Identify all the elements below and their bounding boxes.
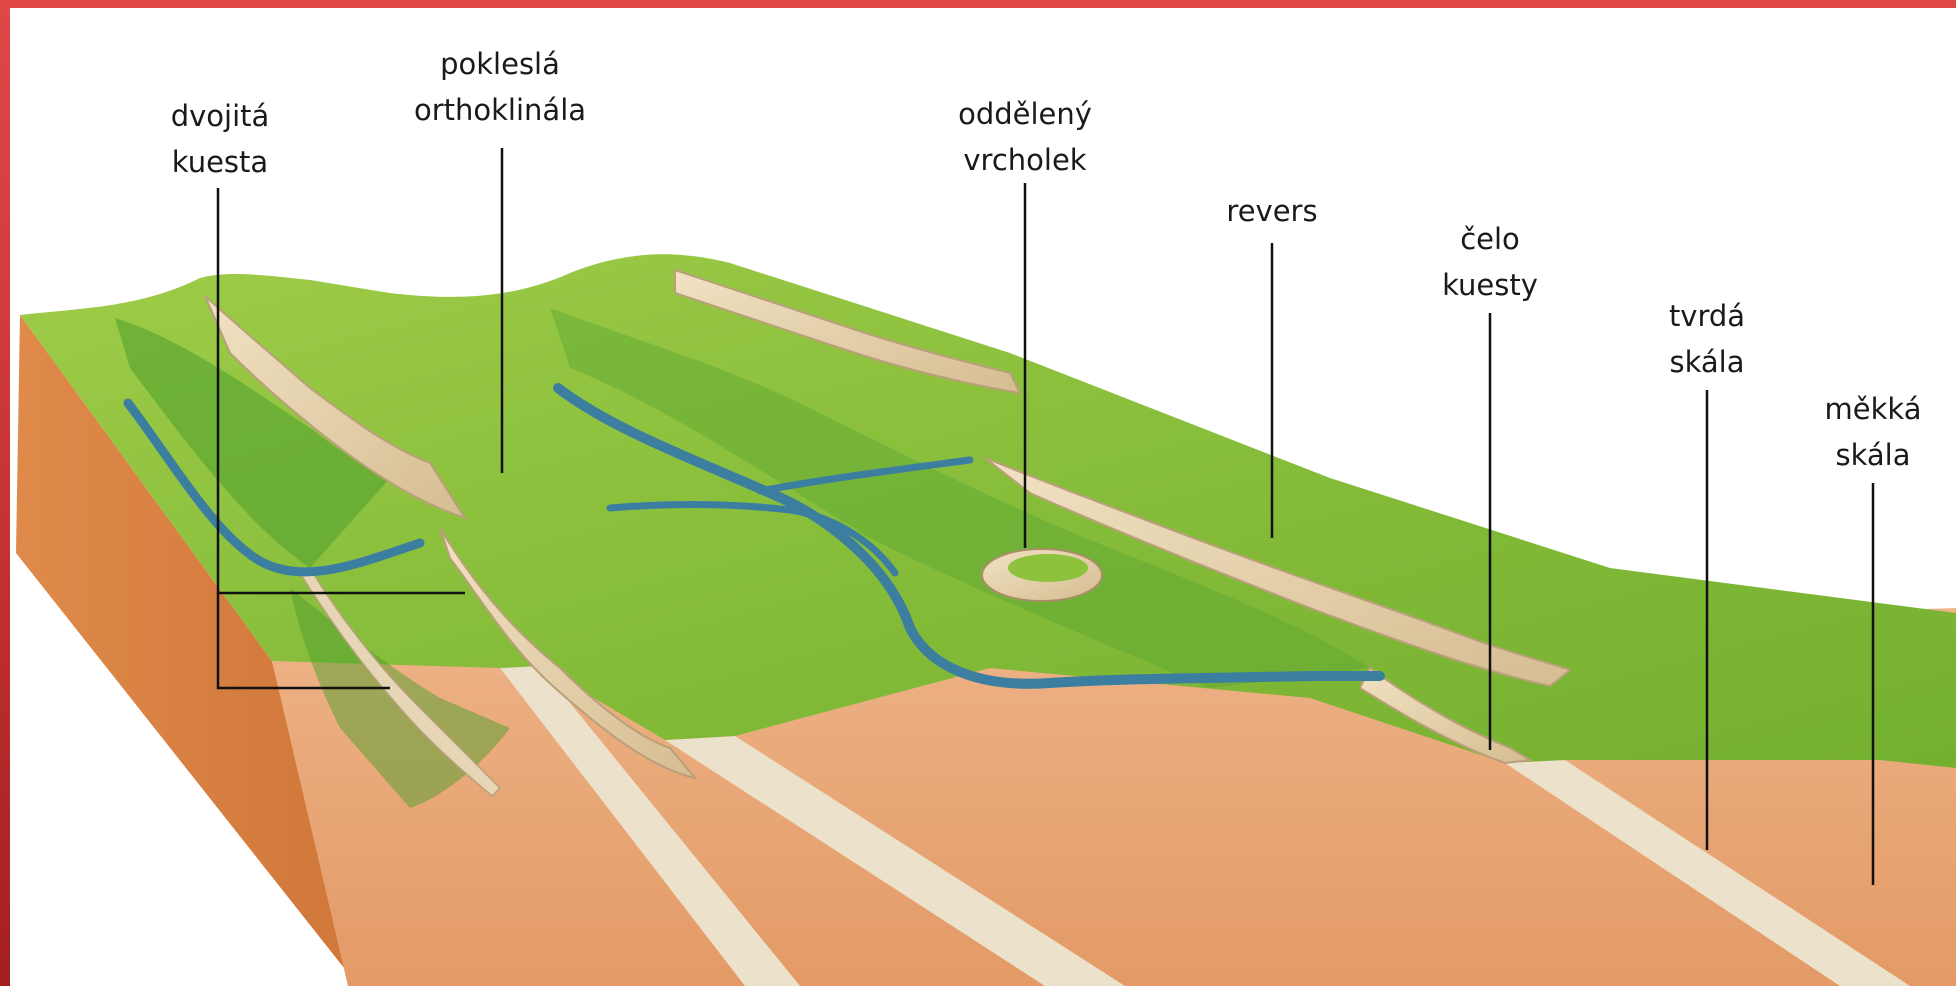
label-soft-rock-line1: měkká	[1825, 386, 1922, 432]
diagram-canvas: dvojitá kuesta pokleslá orthoklinála odd…	[10, 8, 1956, 986]
label-orthoclinal-line2: orthoklinála	[414, 87, 586, 133]
label-soft-rock-line2: skála	[1825, 432, 1922, 478]
label-hard-rock-line1: tvrdá	[1669, 293, 1745, 339]
outlier-hill-top	[1008, 554, 1088, 582]
label-hard-rock: tvrdá skála	[1669, 293, 1745, 385]
label-dip-slope-line1: revers	[1226, 188, 1317, 234]
label-hard-rock-line2: skála	[1669, 339, 1745, 385]
label-outlier-peak-line1: oddělený	[958, 91, 1092, 137]
label-double-cuesta-line2: kuesta	[171, 139, 270, 185]
label-cuesta-scarp-line2: kuesty	[1442, 262, 1538, 308]
label-orthoclinal: pokleslá orthoklinála	[414, 41, 586, 133]
label-outlier-peak: oddělený vrcholek	[958, 91, 1092, 183]
label-outlier-peak-line2: vrcholek	[958, 137, 1092, 183]
label-dip-slope: revers	[1226, 188, 1317, 234]
label-soft-rock: měkká skála	[1825, 386, 1922, 478]
label-double-cuesta-line1: dvojitá	[171, 93, 270, 139]
label-cuesta-scarp-line1: čelo	[1442, 216, 1538, 262]
label-cuesta-scarp: čelo kuesty	[1442, 216, 1538, 308]
label-orthoclinal-line1: pokleslá	[414, 41, 586, 87]
label-double-cuesta: dvojitá kuesta	[171, 93, 270, 185]
